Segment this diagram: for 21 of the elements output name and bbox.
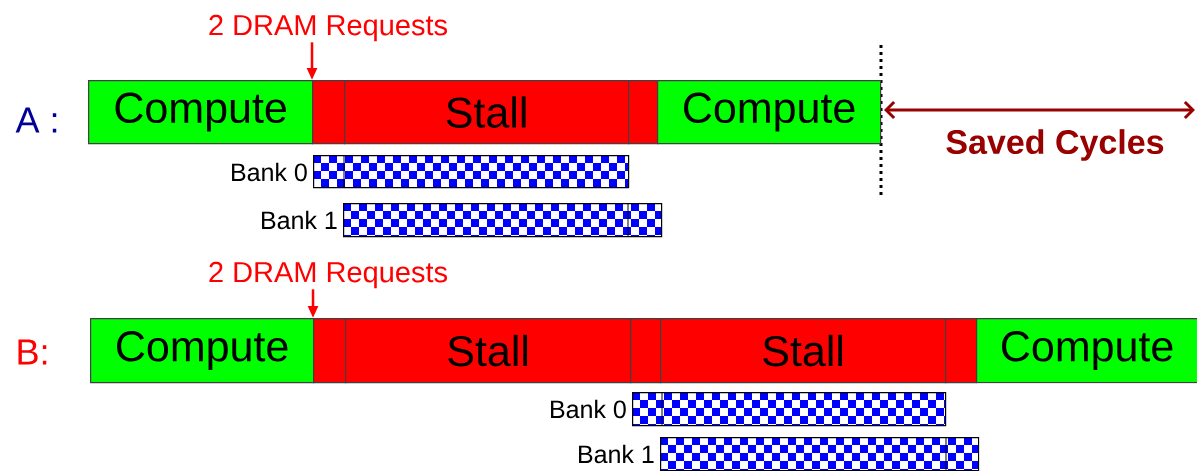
timeline-block: Compute bbox=[657, 80, 882, 145]
bank-label: Bank 1 bbox=[579, 444, 654, 464]
memory-bank-bar bbox=[660, 436, 980, 471]
stall-segment bbox=[313, 318, 347, 384]
timeline-block: Compute bbox=[90, 318, 315, 384]
row-label: B: bbox=[18, 339, 47, 365]
annotation-text: 2 DRAM Requests bbox=[209, 14, 447, 42]
annotation-text: 2 DRAM Requests bbox=[209, 261, 447, 289]
memory-bank-bar bbox=[343, 202, 663, 238]
stall-segment bbox=[312, 80, 346, 145]
saved-cycles-label: Saved Cycles bbox=[946, 129, 1164, 161]
bank-label: Bank 1 bbox=[262, 210, 337, 230]
memory-bank-bar bbox=[632, 391, 947, 427]
bank-label: Bank 0 bbox=[232, 162, 307, 182]
stall-segment bbox=[630, 318, 662, 384]
memory-bank-bar bbox=[313, 154, 630, 189]
timeline-block: Compute bbox=[976, 318, 1197, 384]
stall-segment bbox=[945, 318, 978, 384]
bank-label: Bank 0 bbox=[551, 399, 626, 419]
timeline-block: Compute bbox=[88, 80, 314, 145]
stall-segment bbox=[628, 80, 659, 145]
